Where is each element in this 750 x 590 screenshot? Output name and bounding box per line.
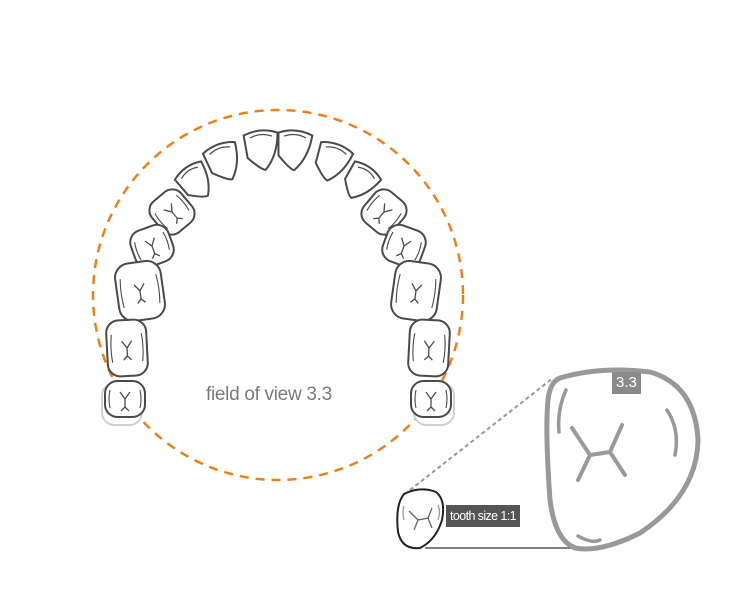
tooth: [148, 188, 196, 236]
tooth-size-label: tooth size 1:1: [446, 505, 520, 527]
tooth: [314, 141, 355, 182]
tooth: [104, 380, 146, 418]
magnifier-lines: [409, 377, 572, 549]
tooth: [242, 129, 279, 171]
tooth: [344, 160, 383, 199]
tooth: [201, 141, 239, 181]
tooth: [129, 223, 175, 269]
tooth: [105, 318, 149, 378]
zoom-factor-label: 3.3: [612, 372, 641, 394]
magnified-tooth: [544, 367, 701, 552]
tooth: [390, 259, 442, 323]
tooth: [277, 129, 314, 172]
tooth: [173, 160, 210, 198]
tooth: [407, 318, 451, 378]
field-of-view-circle: [91, 108, 465, 482]
small-tooth-1to1: [396, 488, 445, 550]
dental-arch: [101, 129, 455, 426]
tooth: [381, 223, 427, 269]
field-of-view-label: field of view 3.3: [206, 384, 332, 405]
tooth: [114, 259, 166, 323]
tooth: [410, 380, 452, 418]
